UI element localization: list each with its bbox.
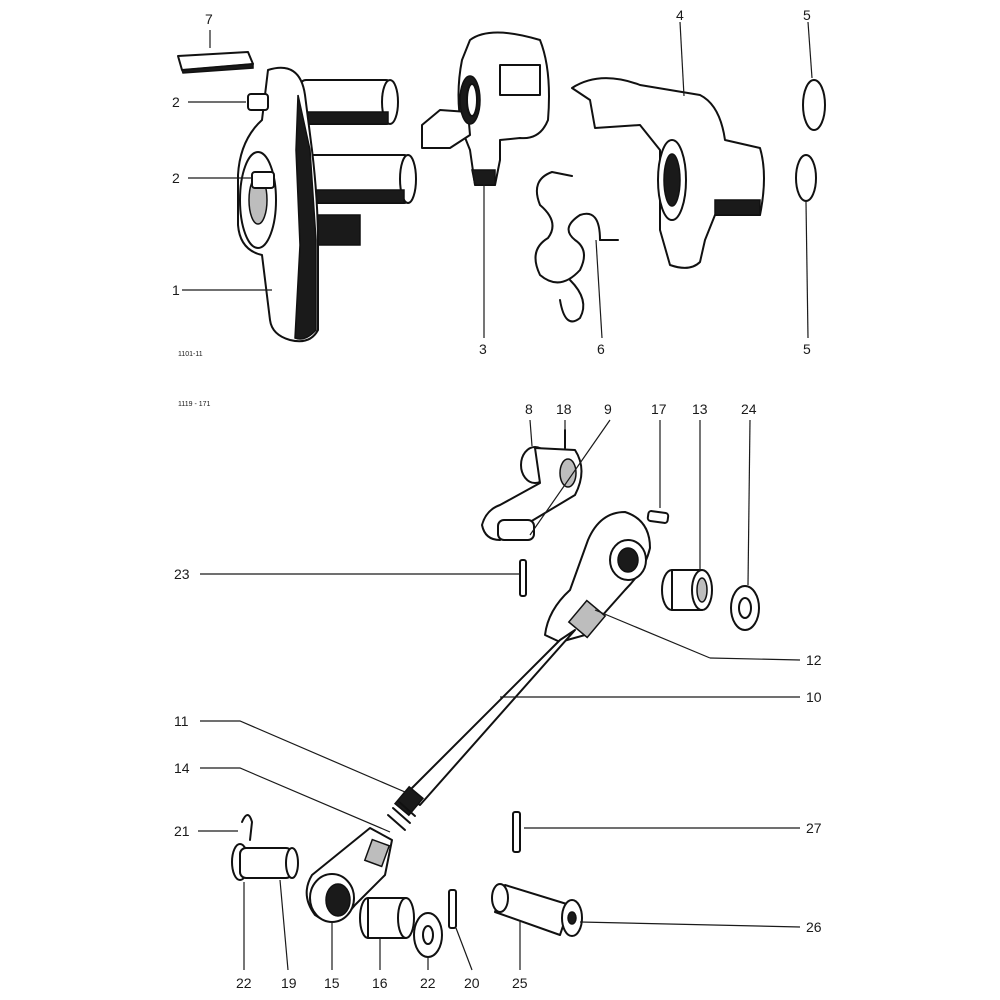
- callout-8: 8: [525, 401, 533, 417]
- part-10-rod: [404, 511, 651, 806]
- callout-22: 22: [420, 975, 436, 991]
- callout-27: 27: [806, 820, 822, 836]
- callout-17: 17: [651, 401, 667, 417]
- callout-14: 14: [174, 760, 190, 776]
- callout-2: 2: [172, 170, 180, 186]
- part-23-pin: [519, 559, 527, 597]
- callout-10: 10: [806, 689, 822, 705]
- part-24-washer: [730, 585, 760, 631]
- callout-18: 18: [556, 401, 572, 417]
- callout-labels: 7 2 2 1 3 6 4 5 5 1101-11 1119 - 171 8 1…: [172, 7, 822, 991]
- callout-23: 23: [174, 566, 190, 582]
- part-3-cam: [421, 31, 550, 186]
- callout-13: 13: [692, 401, 708, 417]
- part-14-threaded-end: [387, 785, 425, 831]
- part-7-key: [177, 51, 254, 74]
- part-25-shaft: [491, 883, 583, 937]
- part-17-pin: [646, 510, 670, 524]
- part-22-washer: [413, 912, 443, 958]
- callout-22: 22: [236, 975, 252, 991]
- part-19-clevis-pin: [231, 814, 299, 881]
- callout-24: 24: [741, 401, 757, 417]
- part-16-bush: [359, 897, 415, 939]
- callout-1: 1: [172, 282, 180, 298]
- callout-15: 15: [324, 975, 340, 991]
- leader-lines: [182, 21, 813, 971]
- callout-3: 3: [479, 341, 487, 357]
- figure-code-top: 1101-11: [178, 351, 203, 358]
- callout-4: 4: [676, 7, 684, 23]
- part-4-fork: [571, 77, 765, 269]
- part-9-clamp-lever: [481, 429, 583, 541]
- part-1-lever: [237, 66, 417, 343]
- callout-12: 12: [806, 652, 822, 668]
- callout-5: 5: [803, 341, 811, 357]
- callout-20: 20: [464, 975, 480, 991]
- callout-5: 5: [803, 7, 811, 23]
- part-27-pin: [512, 811, 521, 853]
- callout-16: 16: [372, 975, 388, 991]
- part-6-spring: [534, 171, 619, 323]
- callout-25: 25: [512, 975, 528, 991]
- part-13-bush: [661, 569, 713, 611]
- part-5-circlips: [795, 79, 826, 202]
- callout-7: 7: [205, 11, 213, 27]
- callout-19: 19: [281, 975, 297, 991]
- part-20-pin: [448, 889, 457, 929]
- part-15-clevis: [305, 827, 393, 923]
- callout-11: 11: [174, 713, 189, 729]
- callout-21: 21: [174, 823, 190, 839]
- callout-6: 6: [597, 341, 605, 357]
- callout-26: 26: [806, 919, 822, 935]
- callout-9: 9: [604, 401, 612, 417]
- callout-2: 2: [172, 94, 180, 110]
- figure-code-bottom: 1119 - 171: [178, 401, 211, 408]
